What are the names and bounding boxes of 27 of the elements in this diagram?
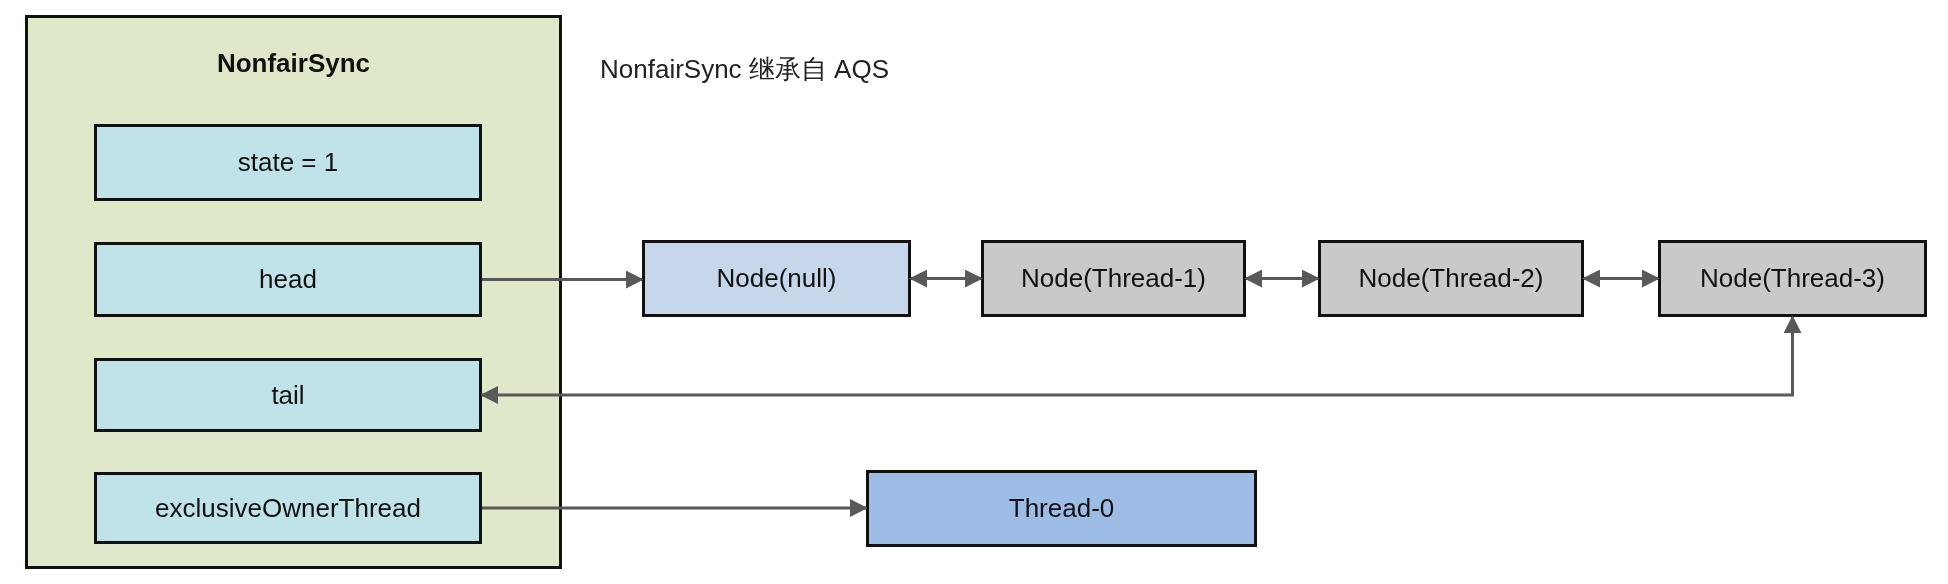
thread-box [866,470,1257,547]
field-box [94,472,482,544]
container-box [25,15,562,569]
note-text: NonfairSync 继承自 AQS [600,53,889,86]
arrow [909,269,983,288]
box-label: Node(Thread-2) [1358,262,1544,295]
field-box [94,242,482,317]
node-box [642,240,911,317]
box-label: head [259,263,317,296]
field-box [94,358,482,432]
arrow [1582,269,1660,288]
box-label: Thread-0 [1008,492,1115,525]
arrow [480,315,1802,404]
node-box [981,240,1246,317]
box-label: Node(null) [716,262,837,295]
arrow [1244,269,1320,288]
box-label: Node(Thread-1) [1021,262,1206,295]
box-label: Node(Thread-3) [1700,262,1885,295]
arrow [482,270,644,289]
node-box [1658,240,1927,317]
field-box [94,124,482,201]
arrow [482,499,868,517]
box-title: NonfairSync [215,47,372,80]
box-label: exclusiveOwnerThread [155,491,421,525]
node-box [1318,240,1584,317]
box-label: state = 1 [237,146,339,179]
box-label: tail [271,378,305,412]
